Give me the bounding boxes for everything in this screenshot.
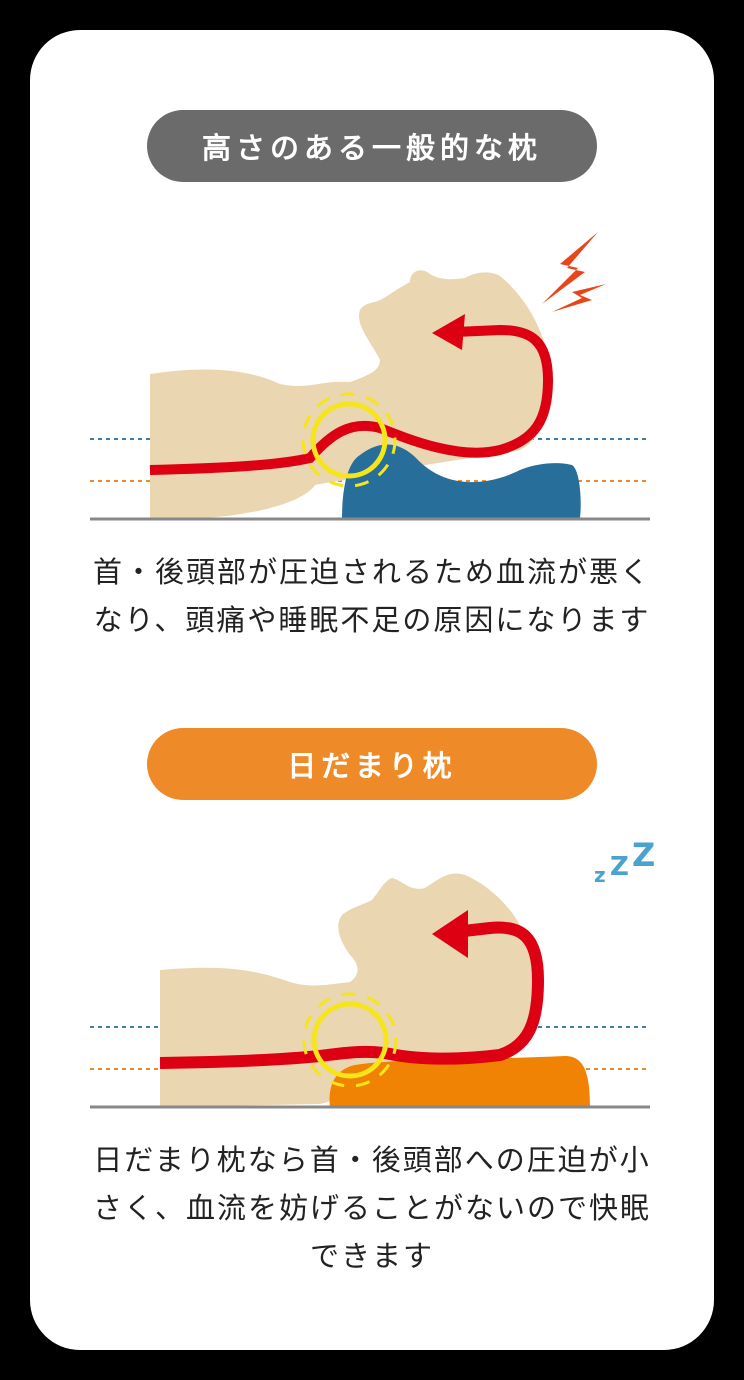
hidamari-pillow [329,1056,590,1107]
pressure-ring-dashed [302,992,398,1088]
comparison-card: 高さのある一般的な枕 首・後頭部が圧迫されるため血流が悪く なり、頭痛や睡眠不足… [30,30,714,1350]
pressure-ring [311,1001,389,1079]
blood-flow-arrow [149,324,554,475]
zzz-letter: Z [610,852,629,882]
hidamari-pillow-caption: 日だまり枕なら首・後頭部への圧迫が小 さく、血流を妨げることがないので快眠 でき… [50,1136,694,1280]
caption-line: 日だまり枕なら首・後頭部への圧迫が小 [93,1143,651,1177]
pressure-ring-dashed [301,392,397,488]
section-title-text: 高さのある一般的な枕 [201,131,542,165]
caption-line: 首・後頭部が圧迫されるため血流が悪く [92,555,651,589]
section-title-regular-pillow: 高さのある一般的な枕 [147,110,597,182]
lightning-pain-icon [542,232,598,304]
blood-flow-arrow [159,921,545,1069]
hidamari-pillow-illustration: z Z Z [90,836,655,1109]
caption-line: さく、血流を妨げることがないので快眠 [92,1191,651,1225]
section-title-hidamari-pillow: 日だまり枕 [147,728,597,800]
zzz-letter: z [594,863,606,887]
caption-line: できます [309,1239,434,1273]
blood-flow-arrowhead [432,910,468,958]
regular-pillow-caption: 首・後頭部が圧迫されるため血流が悪く なり、頭痛や睡眠不足の原因になります [50,548,694,644]
zzz-letter: Z [632,836,655,874]
section-title-text: 日だまり枕 [287,749,457,783]
regular-pillow-illustration [90,232,650,521]
caption-line: なり、頭痛や睡眠不足の原因になります [93,603,651,637]
sleep-zzz-icon: z Z Z [594,836,655,887]
pressure-ring [310,401,388,479]
blood-flow-arrowhead [432,314,465,350]
regular-pillow [342,444,581,520]
